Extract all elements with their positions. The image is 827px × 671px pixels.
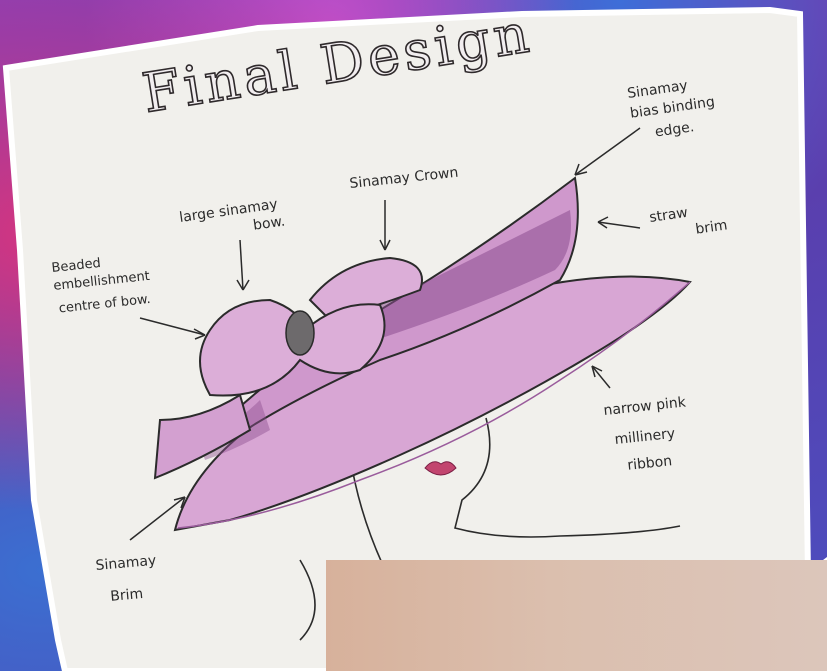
beaded-embellishment [286,311,314,355]
blurred-overlay-panel [326,560,827,671]
